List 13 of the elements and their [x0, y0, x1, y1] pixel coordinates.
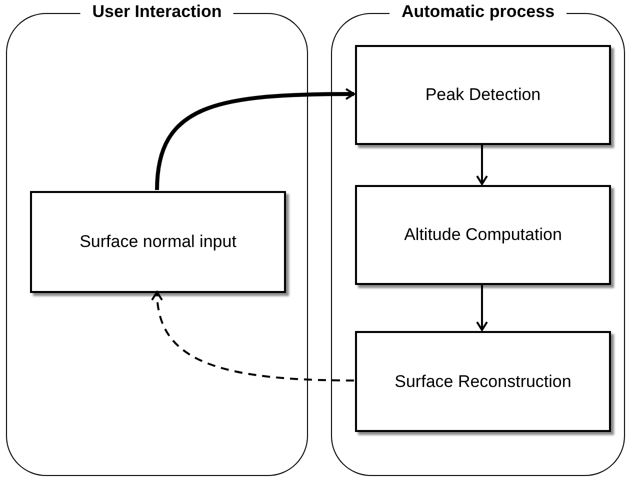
process-box — [355, 185, 611, 285]
box-label: Surface Reconstruction — [394, 370, 572, 392]
box-label: Surface normal input — [80, 231, 236, 253]
process-box — [355, 45, 611, 145]
process-box — [30, 191, 286, 293]
box-label: Peak Detection — [425, 84, 541, 106]
lane-title: Automatic process — [389, 2, 567, 22]
arrow — [152, 291, 354, 382]
arrow — [476, 144, 488, 185]
arrow — [155, 88, 355, 190]
box-label: Altitude Computation — [404, 224, 562, 246]
arrow — [476, 284, 488, 331]
process-box — [355, 331, 611, 432]
